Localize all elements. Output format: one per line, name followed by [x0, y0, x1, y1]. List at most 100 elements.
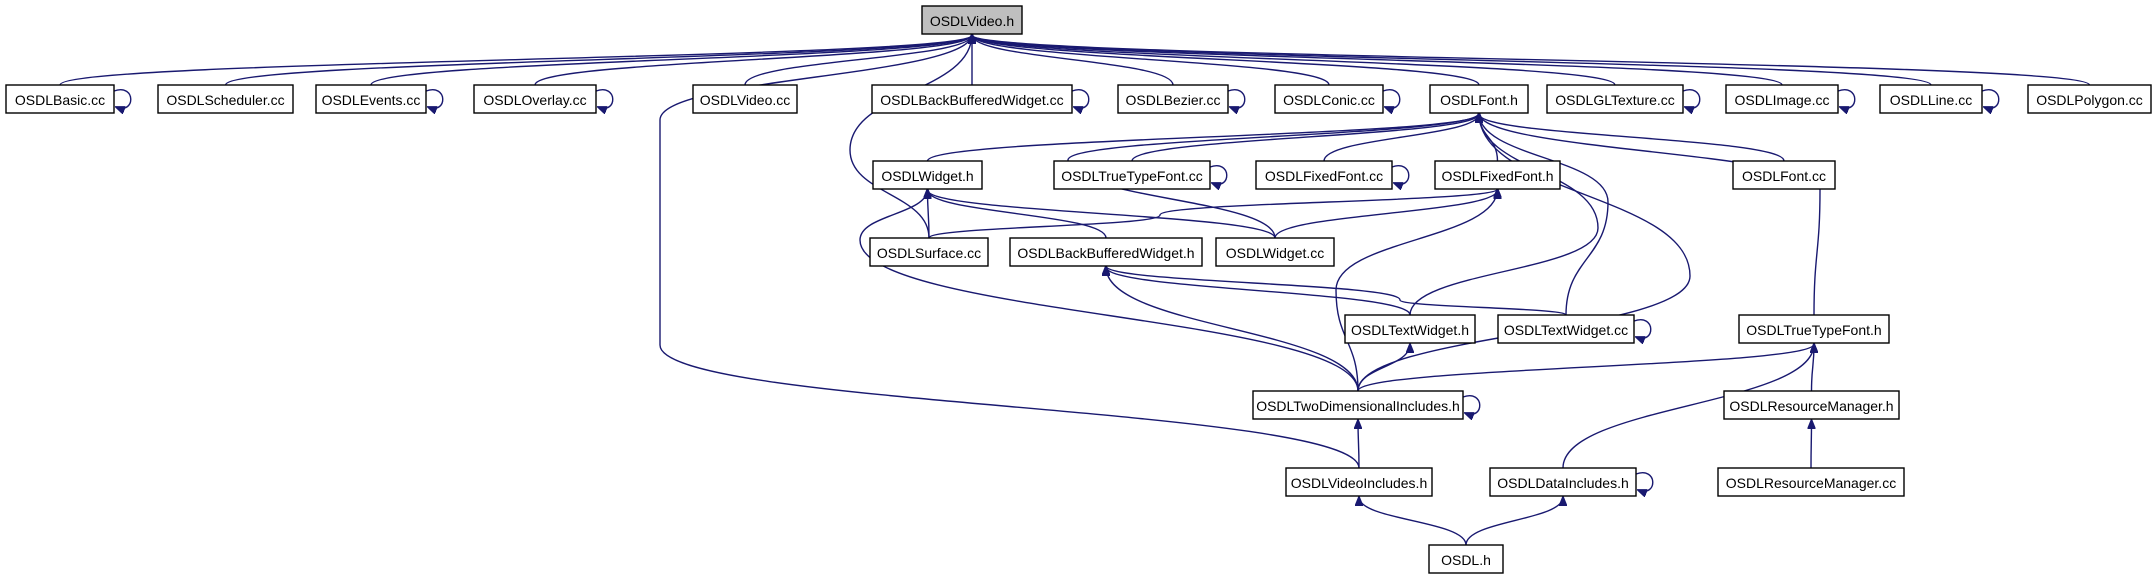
node-resmgr-cc[interactable]: OSDLResourceManager.cc — [1717, 467, 1905, 497]
node-label: OSDLBezier.cc — [1126, 92, 1221, 108]
node-label: OSDLImage.cc — [1735, 92, 1830, 108]
node-font-cc[interactable]: OSDLFont.cc — [1732, 160, 1836, 190]
node-box[interactable] — [1738, 314, 1890, 344]
node-box[interactable] — [2027, 84, 2152, 114]
node-textwidget-cc[interactable]: OSDLTextWidget.cc — [1497, 314, 1635, 344]
node-box[interactable] — [871, 84, 1073, 114]
node-label: OSDLPolygon.cc — [2036, 92, 2143, 108]
edge-image_cc-to-video_h — [972, 35, 1783, 86]
edge-textwidget_cc-to-font_h — [1479, 113, 1609, 316]
node-box[interactable] — [1252, 390, 1464, 420]
node-label: OSDLResourceManager.cc — [1726, 475, 1896, 491]
node-box[interactable] — [1429, 84, 1529, 114]
node-box[interactable] — [157, 84, 294, 114]
node-scheduler-cc[interactable]: OSDLScheduler.cc — [157, 84, 294, 114]
node-box[interactable] — [692, 84, 798, 114]
node-box[interactable] — [1053, 160, 1211, 190]
node-video-h[interactable]: OSDLVideo.h — [921, 5, 1023, 35]
node-fixedfont-cc[interactable]: OSDLFixedFont.cc — [1255, 160, 1393, 190]
node-box[interactable] — [1009, 237, 1203, 267]
node-box[interactable] — [1717, 467, 1905, 497]
edge-textwidget_h-to-font_h — [1409, 113, 1599, 316]
node-box[interactable] — [921, 5, 1023, 35]
edge-line_cc-to-line_cc — [1981, 89, 2000, 109]
node-box[interactable] — [872, 160, 983, 190]
node-video-cc[interactable]: OSDLVideo.cc — [692, 84, 798, 114]
node-label: OSDLVideoIncludes.h — [1291, 475, 1427, 491]
node-line-cc[interactable]: OSDLLine.cc — [1879, 84, 1983, 114]
node-gltexture-cc[interactable]: OSDLGLTexture.cc — [1546, 84, 1684, 114]
edge-osdl_h-to-datainc_h — [1465, 497, 1563, 546]
edge-font_h-to-video_h — [972, 35, 1480, 86]
node-surface-cc[interactable]: OSDLSurface.cc — [869, 237, 989, 267]
edge-fixedfont_cc-to-font_h — [1323, 114, 1479, 162]
node-label: OSDLBackBufferedWidget.cc — [880, 92, 1063, 108]
node-ttfont-h[interactable]: OSDLTrueTypeFont.h — [1738, 314, 1890, 344]
edge-bezier_cc-to-video_h — [972, 35, 1174, 86]
node-bbwidget-cc[interactable]: OSDLBackBufferedWidget.cc — [871, 84, 1073, 114]
node-label: OSDLFont.cc — [1742, 168, 1826, 184]
edge-surface_cc-to-fixedfont_h — [928, 189, 1498, 239]
node-box[interactable] — [315, 84, 427, 114]
node-label: OSDLTrueTypeFont.h — [1746, 322, 1881, 338]
node-polygon-cc[interactable]: OSDLPolygon.cc — [2027, 84, 2152, 114]
node-label: OSDLDataIncludes.h — [1497, 475, 1629, 491]
node-datainc-h[interactable]: OSDLDataIncludes.h — [1489, 467, 1637, 497]
edge-image_cc-to-image_cc — [1837, 89, 1856, 109]
node-box[interactable] — [869, 237, 989, 267]
node-box[interactable] — [1489, 467, 1637, 497]
node-box[interactable] — [1255, 160, 1393, 190]
node-image-cc[interactable]: OSDLImage.cc — [1725, 84, 1839, 114]
edge-twodim_h-to-font_h — [1357, 113, 1691, 392]
node-label: OSDLOverlay.cc — [483, 92, 586, 108]
node-box[interactable] — [1274, 84, 1384, 114]
node-bezier-cc[interactable]: OSDLBezier.cc — [1117, 84, 1229, 114]
node-font-h[interactable]: OSDLFont.h — [1429, 84, 1529, 114]
node-ttfont-cc[interactable]: OSDLTrueTypeFont.cc — [1053, 160, 1211, 190]
edge-datainc_h-to-ttfont_h — [1562, 344, 1814, 469]
node-osdl-h[interactable]: OSDL.h — [1428, 544, 1504, 574]
node-textwidget-h[interactable]: OSDLTextWidget.h — [1344, 314, 1476, 344]
edge-twodim_h-to-widget_h — [859, 189, 1359, 392]
node-bbwidget-h[interactable]: OSDLBackBufferedWidget.h — [1009, 237, 1203, 267]
node-box[interactable] — [1117, 84, 1229, 114]
edge-twodim_h-to-twodim_h — [1462, 395, 1481, 415]
edge-ttfont_cc-to-font_h — [1131, 114, 1479, 162]
node-box[interactable] — [1497, 314, 1635, 344]
node-label: OSDLVideo.h — [930, 13, 1014, 29]
node-box[interactable] — [5, 84, 115, 114]
edge-ttfont_h-to-font_h — [1479, 113, 1821, 316]
node-box[interactable] — [1344, 314, 1476, 344]
node-box[interactable] — [1428, 544, 1504, 574]
node-overlay-cc[interactable]: OSDLOverlay.cc — [473, 84, 597, 114]
edge-textwidget_cc-to-bbwidget_h — [1106, 266, 1567, 316]
edge-conic_cc-to-video_h — [972, 35, 1330, 86]
node-box[interactable] — [1725, 84, 1839, 114]
node-events-cc[interactable]: OSDLEvents.cc — [315, 84, 427, 114]
node-widget-h[interactable]: OSDLWidget.h — [872, 160, 983, 190]
node-label: OSDLTwoDimensionalIncludes.h — [1256, 398, 1460, 414]
edge-scheduler_cc-to-video_h — [224, 35, 973, 86]
node-widget-cc[interactable]: OSDLWidget.cc — [1215, 237, 1335, 267]
node-box[interactable] — [1879, 84, 1983, 114]
edge-bbwidget_h-to-widget_h — [928, 190, 1107, 239]
node-conic-cc[interactable]: OSDLConic.cc — [1274, 84, 1384, 114]
node-twodim-h[interactable]: OSDLTwoDimensionalIncludes.h — [1252, 390, 1464, 420]
node-box[interactable] — [1723, 390, 1900, 420]
edge-bbwidget_cc-to-bbwidget_cc — [1071, 89, 1090, 109]
node-box[interactable] — [1285, 467, 1433, 497]
node-fixedfont-h[interactable]: OSDLFixedFont.h — [1434, 160, 1561, 190]
node-basic-cc[interactable]: OSDLBasic.cc — [5, 84, 115, 114]
node-label: OSDLTextWidget.cc — [1504, 322, 1628, 338]
node-label: OSDLBackBufferedWidget.h — [1017, 245, 1194, 261]
edge-polygon_cc-to-video_h — [972, 35, 2091, 86]
node-resmgr-h[interactable]: OSDLResourceManager.h — [1723, 390, 1900, 420]
node-box[interactable] — [473, 84, 597, 114]
node-videoinc-h[interactable]: OSDLVideoIncludes.h — [1285, 467, 1433, 497]
node-box[interactable] — [1732, 160, 1836, 190]
node-box[interactable] — [1215, 237, 1335, 267]
edge-widget_cc-to-fixedfont_h — [1274, 190, 1498, 239]
node-box[interactable] — [1546, 84, 1684, 114]
node-box[interactable] — [1434, 160, 1561, 190]
